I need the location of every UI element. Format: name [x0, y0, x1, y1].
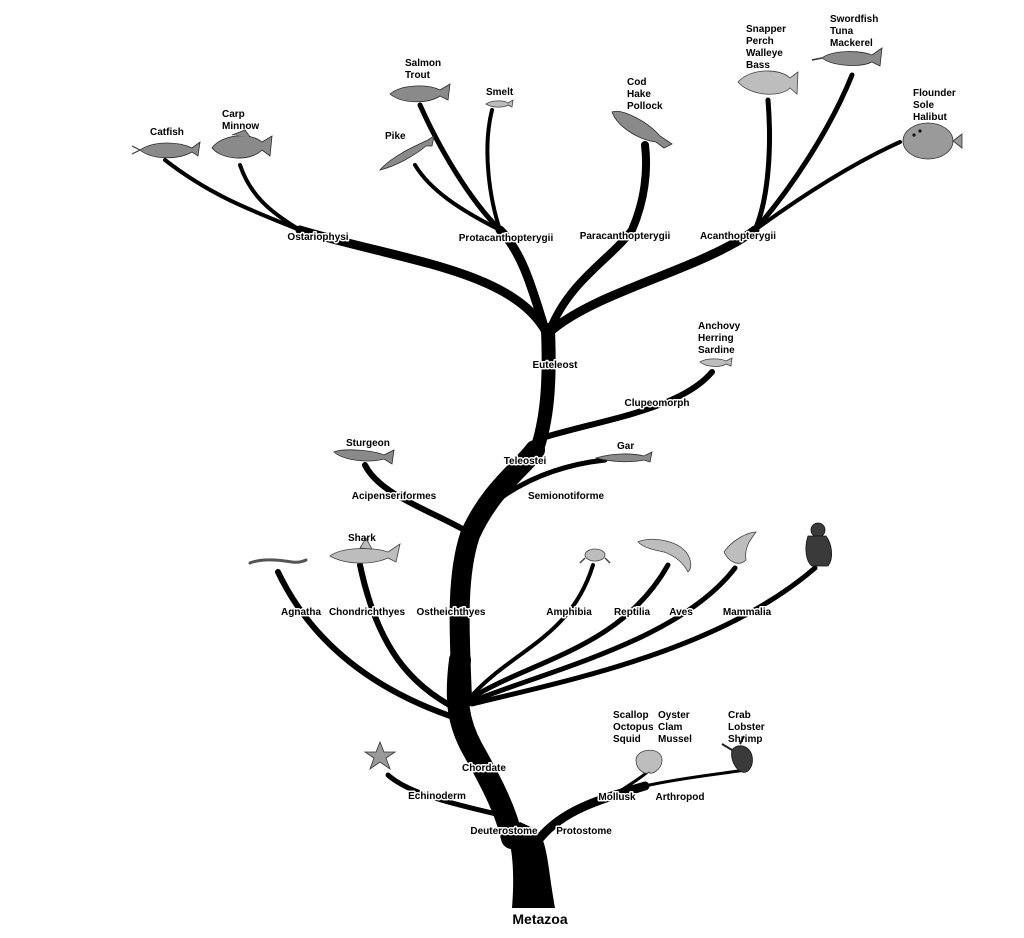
- branch-clupeomorph: [539, 369, 715, 441]
- species-pike: Pike: [385, 131, 406, 142]
- cod-image: [611, 110, 673, 149]
- branch-ostheichthyes: [449, 440, 545, 710]
- clade-protostome: Protostome: [556, 826, 612, 837]
- species-swordfish-tuna-mackerel: Swordfish Tuna Mackerel: [830, 14, 881, 49]
- starfish-image: [363, 740, 397, 771]
- branch-amphibia: [466, 563, 595, 702]
- shark-image: [329, 537, 401, 564]
- branch-teleostei: [528, 323, 556, 462]
- clade-arthropod: Arthropod: [656, 792, 705, 803]
- species-snapper-perch-walleye-bass: Snapper Perch Walleye Bass: [746, 24, 789, 71]
- clade-labels: Metazoa Deuterostome Protostome Chordate…: [280, 230, 778, 928]
- species-cod-hake-pollock: Cod Hake Pollock: [627, 77, 663, 112]
- clade-reptilia: Reptilia: [614, 607, 651, 618]
- species-labels: Catfish Carp Minnow Salmon Trout Smelt P…: [150, 14, 959, 745]
- species-gar: Gar: [617, 441, 634, 452]
- clade-deuterostome: Deuterostome: [470, 826, 538, 837]
- branch-acanthopterygii: [547, 225, 760, 335]
- clade-agnatha: Agnatha: [281, 607, 321, 618]
- catfish-image: [131, 141, 201, 159]
- clade-clupeomorph: Clupeomorph: [625, 398, 690, 409]
- frog-image: [579, 548, 611, 564]
- gar-image: [594, 451, 653, 463]
- branch-agnatha: [275, 569, 465, 723]
- clade-acanthopterygii: Acanthopterygii: [700, 231, 776, 242]
- lamprey-image: [248, 558, 308, 565]
- species-salmon-trout: Salmon Trout: [405, 58, 444, 81]
- clade-amphibia: Amphibia: [546, 607, 592, 618]
- clade-chondrichthyes: Chondrichthyes: [329, 607, 406, 618]
- species-shark: Shark: [348, 533, 376, 544]
- branch-paracanthopterygii: [546, 141, 651, 334]
- branch-aves: [467, 565, 738, 705]
- clade-teleostei: Teleostei: [504, 456, 547, 467]
- chimpanzee-image: [805, 522, 832, 567]
- lobster-image: [721, 735, 753, 773]
- clade-acipenseriformes: Acipenseriformes: [352, 491, 437, 502]
- branch-pike: [413, 163, 502, 232]
- branch-mammalia: [469, 565, 818, 707]
- salmon-image: [389, 83, 451, 103]
- species-sturgeon: Sturgeon: [346, 438, 390, 449]
- bird-image: [723, 531, 757, 564]
- branch-chondrichthyes: [357, 562, 465, 715]
- pike-image: [378, 135, 435, 171]
- branch-smelt: [485, 108, 502, 232]
- branch-snapper: [752, 97, 772, 233]
- clade-euteleost: Euteleost: [532, 360, 578, 371]
- root-label: Metazoa: [512, 911, 567, 927]
- species-oyster-clam-mussel: Oyster Clam Mussel: [658, 710, 692, 745]
- species-flounder-sole-halibut: Flounder Sole Halibut: [913, 88, 959, 123]
- branches: [163, 72, 902, 908]
- smelt-image: [485, 99, 514, 108]
- anchovy-image: [699, 357, 733, 367]
- branch-carp: [238, 163, 302, 232]
- clade-aves: Aves: [669, 607, 693, 618]
- branch-ostariophysi: [295, 225, 550, 335]
- species-carp-minnow: Carp Minnow: [222, 109, 259, 132]
- branch-reptilia: [465, 562, 671, 703]
- branch-echinoderm: [385, 772, 503, 818]
- branch-swordfish: [752, 72, 855, 233]
- clade-paracanthopterygii: Paracanthopterygii: [580, 231, 671, 242]
- branch-catfish: [163, 158, 302, 232]
- species-anchovy-herring-sardine: Anchovy Herring Sardine: [698, 321, 743, 356]
- species-catfish: Catfish: [150, 127, 184, 138]
- scallop-image: [635, 749, 663, 774]
- branch-protostome: [535, 781, 650, 843]
- swordfish-image: [811, 47, 883, 67]
- species-scallop-octopus-squid: Scallop Octopus Squid: [613, 710, 656, 745]
- sturgeon-image: [333, 449, 395, 465]
- species-smelt: Smelt: [486, 87, 514, 98]
- branch-semionotiforme: [482, 457, 608, 513]
- clade-protacanthopterygii: Protacanthopterygii: [459, 233, 554, 244]
- clade-echinoderm: Echinoderm: [408, 791, 466, 802]
- clade-mammalia: Mammalia: [723, 607, 772, 618]
- branch-arthropod: [643, 768, 747, 788]
- clade-semionotiforme: Semionotiforme: [528, 491, 605, 502]
- branch-acipenseriformes: [362, 462, 471, 535]
- clade-mollusk: Mollusk: [598, 792, 636, 803]
- clade-chordate: Chordate: [462, 763, 506, 774]
- organisms: [131, 47, 963, 774]
- carp-image: [211, 129, 273, 159]
- snapper-image: [737, 70, 799, 95]
- branch-protacanthopterygii: [495, 225, 550, 335]
- clade-ostheichthyes: Ostheichthyes: [417, 607, 486, 618]
- branch-salmon: [417, 102, 503, 233]
- clade-ostariophysi: Ostariophysi: [287, 232, 348, 243]
- branch-flounder: [753, 140, 902, 232]
- species-crab-lobster-shrimp: Crab Lobster Shrimp: [728, 710, 767, 745]
- flounder-image: [902, 122, 963, 160]
- crocodile-image: [637, 538, 692, 573]
